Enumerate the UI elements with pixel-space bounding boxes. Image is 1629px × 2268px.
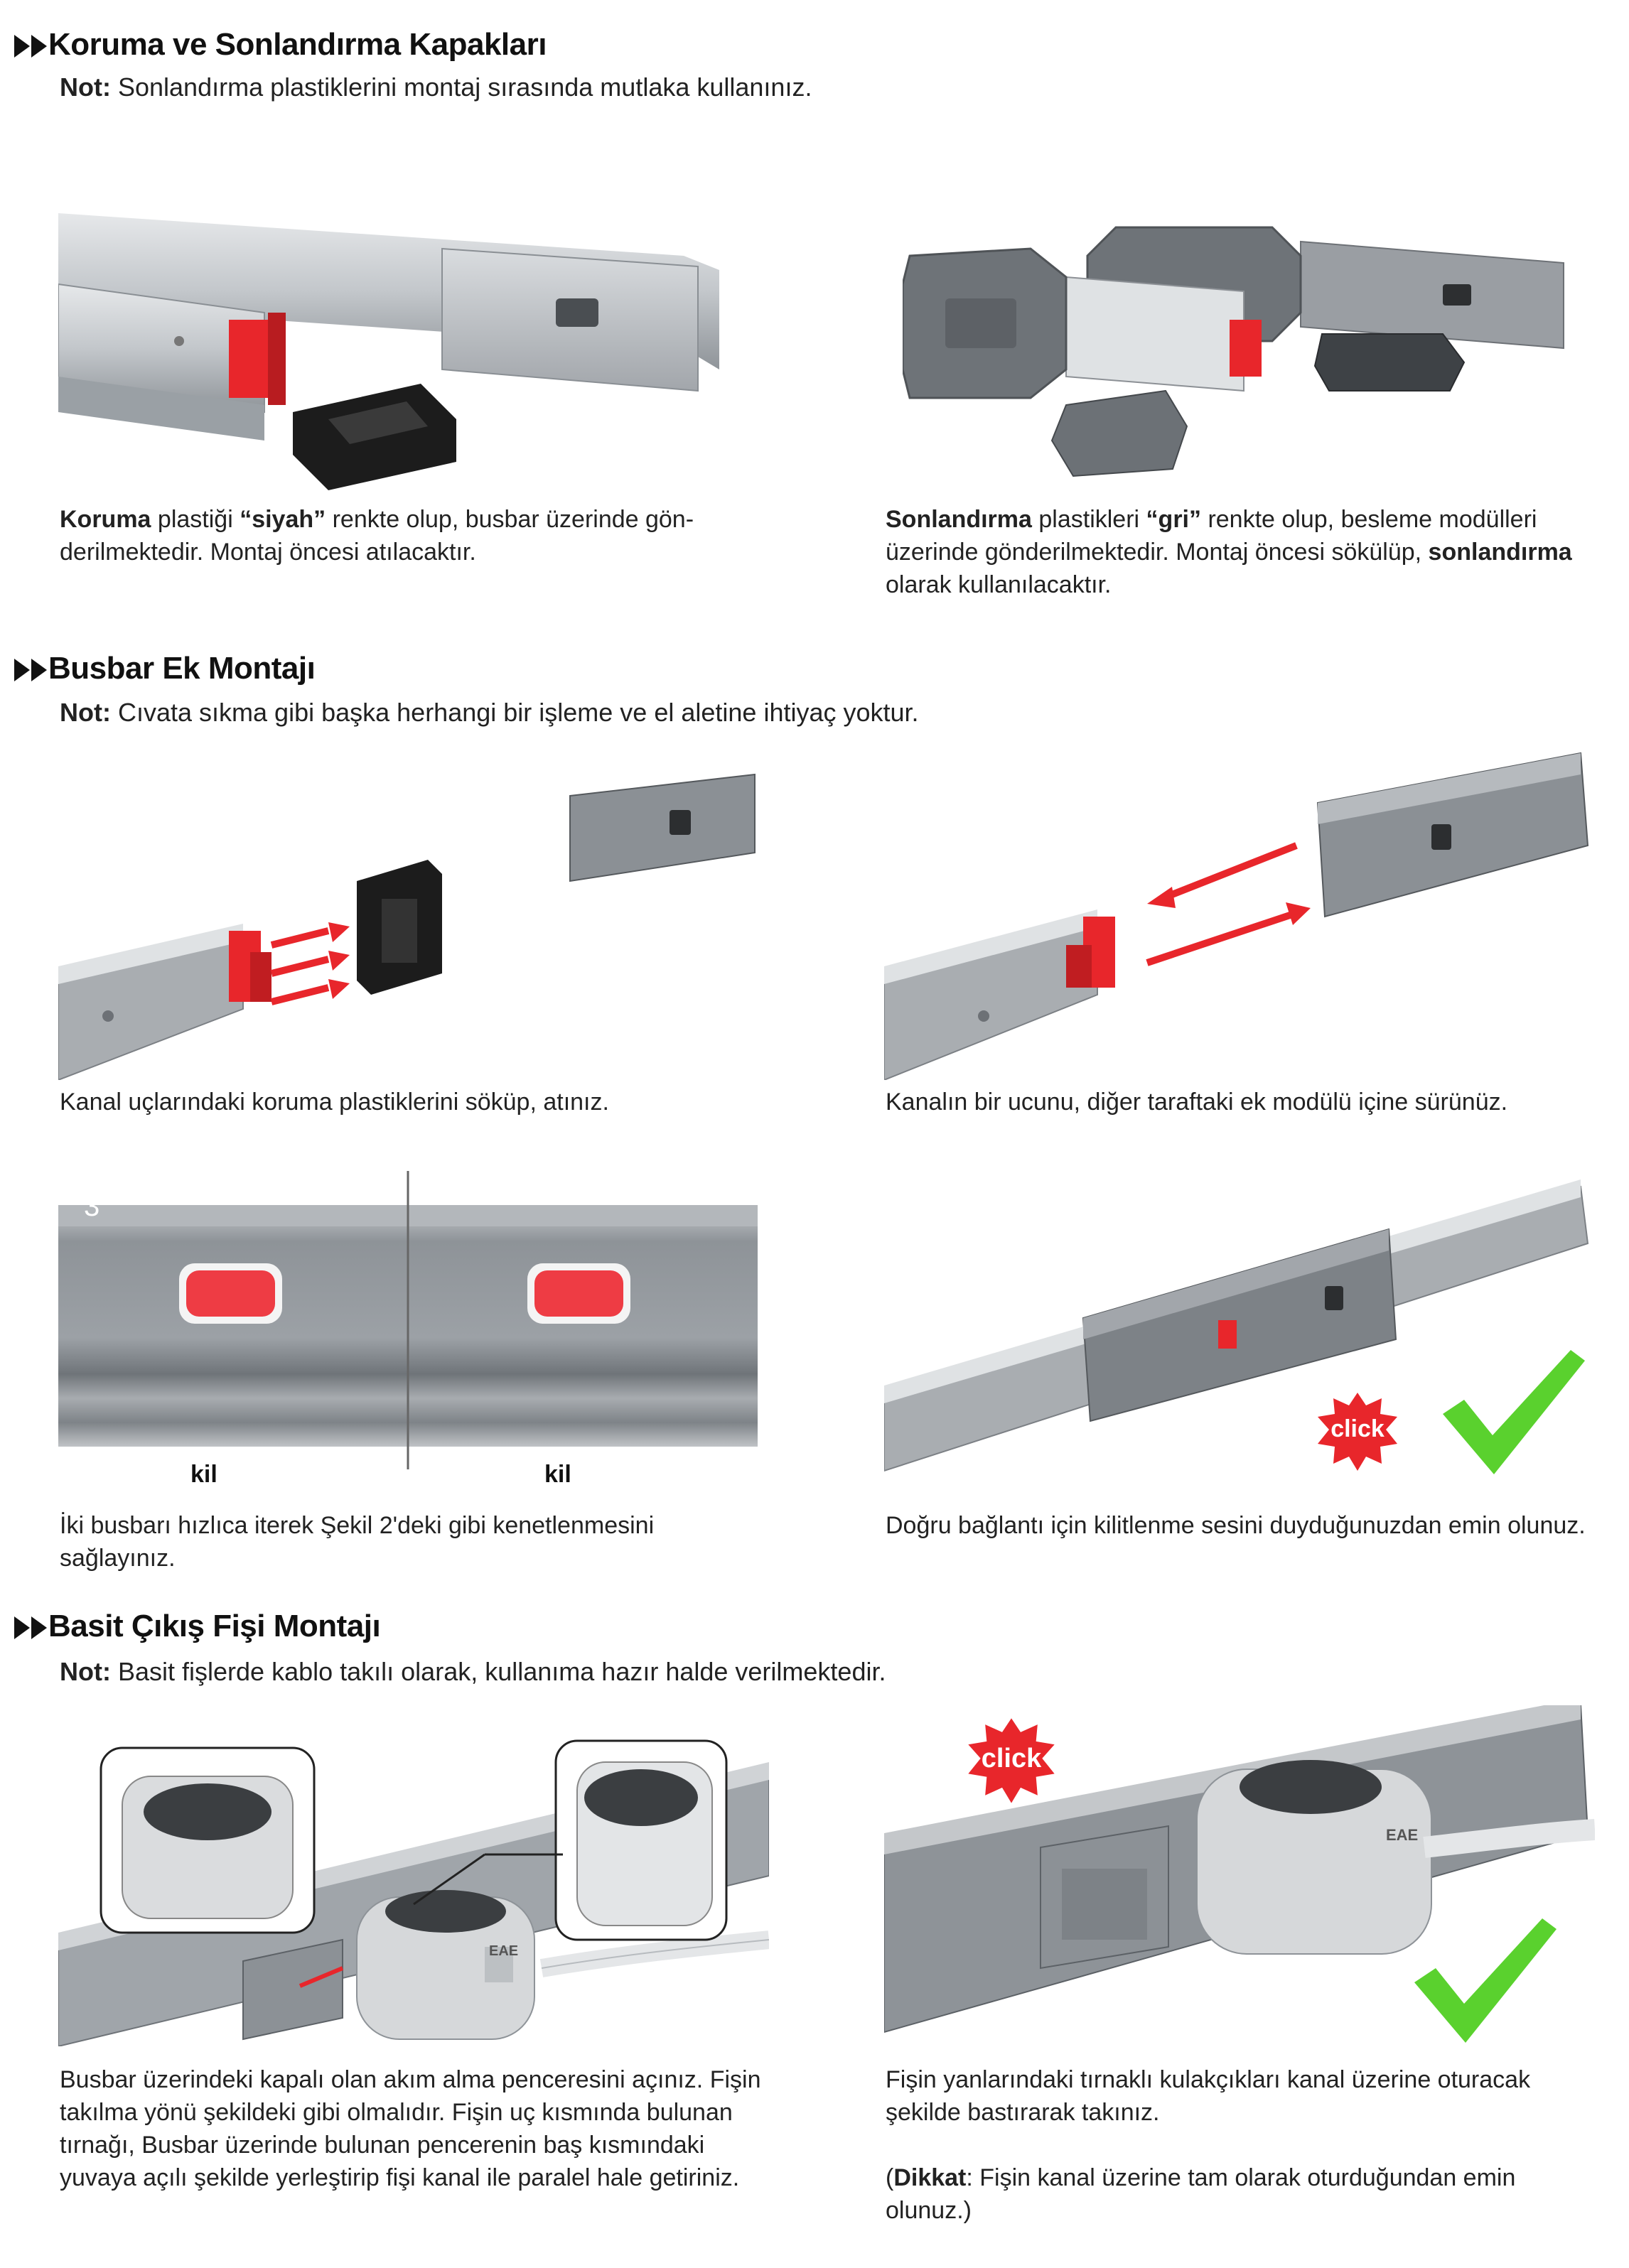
- figure-locked-click: [884, 1172, 1595, 1485]
- caption-plug-seated: Fişin yanlarındaki tırnaklı kulakçıkları…: [886, 2066, 1531, 2224]
- caption-push-lock: İki busbarı hızlıca iterek Şekil 2'deki …: [60, 1512, 655, 1572]
- caption-end-caps: Sonlandırma plastikleri “gri” renkte olu…: [886, 506, 1572, 598]
- caption-slide-module: Kanalın bir ucunu, diğer taraftaki ek mo…: [886, 1089, 1508, 1116]
- check-icon: [1443, 1350, 1585, 1478]
- figure-slide-module: [884, 746, 1595, 1080]
- plug-brand-label: EAE: [489, 1943, 519, 1959]
- arrow-bullet-icon: [31, 659, 47, 682]
- caption-insert-plug: Busbar üzerindeki kapalı olan akım alma …: [60, 2066, 761, 2191]
- section-title-protection-caps: Koruma ve Sonlandırma Kapakları: [14, 27, 547, 63]
- click-badge: click: [965, 1718, 1058, 1803]
- figure-plug-seated: [884, 1705, 1595, 2046]
- section-title-plug-mount: Basit Çıkış Fişi Montajı: [14, 1609, 381, 1644]
- label-kil-right: kil: [544, 1461, 571, 1488]
- arrow-bullet-icon: [14, 35, 30, 58]
- figure-remove-cap: [58, 767, 769, 1080]
- section-note: Not: Basit fişlerde kablo takılı olarak,…: [60, 1657, 886, 1686]
- figure-number: 3: [84, 1191, 100, 1222]
- figure-end-caps: [903, 213, 1578, 497]
- red-connector: [229, 320, 272, 398]
- plug-brand-label: EAE: [1386, 1826, 1419, 1844]
- section-note: Not: Cıvata sıkma gibi başka herhangi bi…: [60, 698, 919, 727]
- caption-protection-cap: Koruma plastiği “siyah” renkte olup, bus…: [60, 506, 694, 566]
- section-title-busbar-joint: Busbar Ek Montajı: [14, 651, 316, 686]
- figure-insert-plug: [58, 1734, 769, 2046]
- red-arrow-icon: [1160, 842, 1298, 902]
- click-badge: click: [1315, 1393, 1400, 1471]
- caption-remove-cap: Kanal uçlarındaki koruma plastiklerini s…: [60, 1089, 609, 1116]
- arrow-bullet-icon: [14, 659, 30, 682]
- red-connector: [1230, 320, 1262, 377]
- check-icon: [1414, 1918, 1557, 2046]
- red-arrow-icon: [270, 927, 330, 949]
- label-kil-left: kil: [190, 1461, 217, 1488]
- section-note: Not: Sonlandırma plastiklerini montaj sı…: [60, 72, 812, 102]
- arrow-bullet-icon: [31, 35, 47, 58]
- caption-click-sound: Doğru bağlantı için kilitlenme sesini du…: [886, 1512, 1586, 1539]
- figure-lock-closeup: [58, 1171, 758, 1469]
- arrow-bullet-icon: [14, 1616, 30, 1640]
- arrow-bullet-icon: [31, 1616, 47, 1640]
- figure-protection-cap: [58, 206, 769, 490]
